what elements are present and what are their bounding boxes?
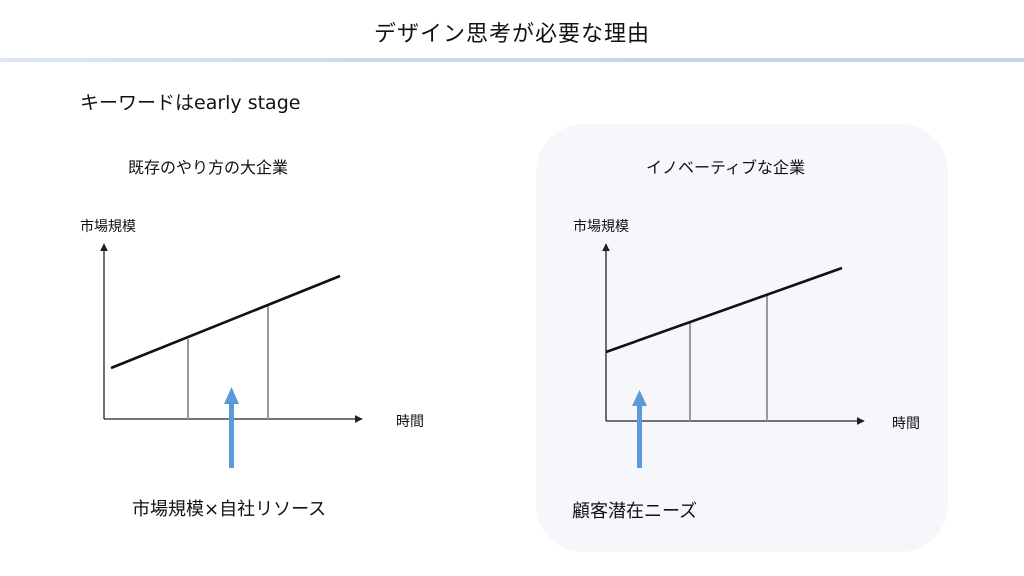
right-up-arrow-shaft	[637, 404, 642, 468]
left-trend-line	[110, 274, 341, 370]
left-x-axis-label: 時間	[396, 414, 424, 430]
left-chart	[100, 243, 363, 468]
left-up-arrow	[224, 387, 239, 468]
right-panel-heading: イノベーティブな企業	[646, 158, 806, 177]
right-chart	[602, 243, 865, 468]
left-up-arrow-head	[224, 387, 239, 404]
right-up-arrow	[632, 390, 647, 468]
left-up-arrow-shaft	[229, 402, 234, 468]
left-y-axis-label: 市場規模	[80, 219, 136, 235]
subtitle: キーワードはearly stage	[80, 92, 301, 114]
title-divider	[0, 58, 1024, 62]
right-panel-background	[536, 124, 948, 552]
slide-title: デザイン思考が必要な理由	[373, 22, 650, 47]
right-trend-line	[605, 266, 843, 354]
left-panel-heading: 既存のやり方の大企業	[128, 158, 289, 177]
right-caption: 顧客潜在ニーズ	[572, 501, 698, 522]
right-y-axis-label: 市場規模	[573, 219, 629, 235]
right-up-arrow-head	[632, 390, 647, 406]
right-x-axis-label: 時間	[892, 416, 920, 432]
left-caption: 市場規模×自社リソース	[132, 499, 327, 520]
